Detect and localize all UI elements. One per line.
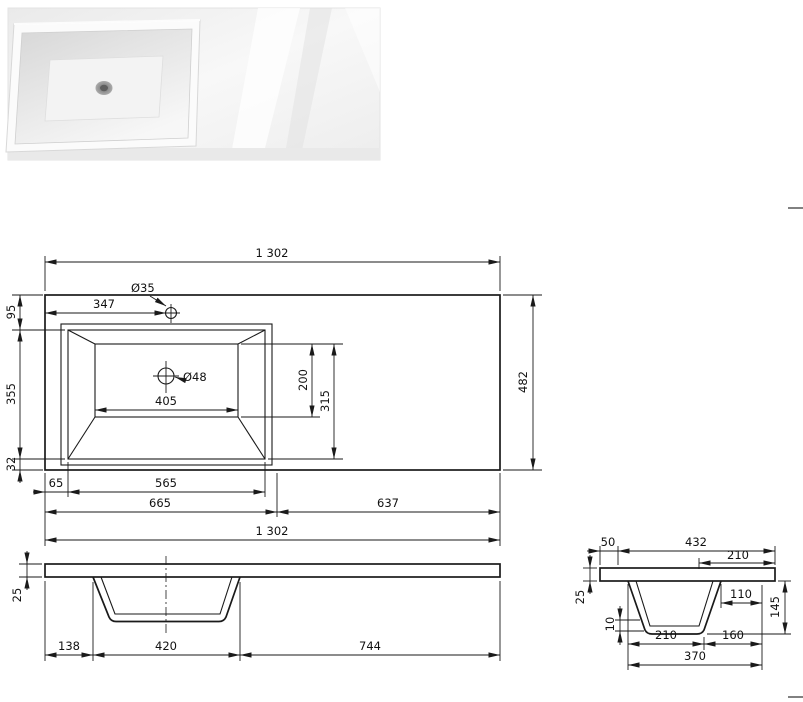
- dim-faucet-offset: 347: [93, 297, 115, 311]
- dim-basin-depth: 355: [4, 383, 18, 405]
- dim-bowl-back-offset: 110: [730, 587, 752, 601]
- rim-highlight: [13, 19, 201, 25]
- dim-basin-inner-depth: 315: [318, 390, 332, 412]
- basin-rim-outline: [60, 323, 273, 466]
- dim-basin-width: 565: [155, 476, 177, 490]
- dim-overall-width-bottom: 1 302: [256, 524, 289, 538]
- side-view: 50 432 210 25 110 145 10: [573, 535, 791, 670]
- dim-faucet-diameter: Ø35: [131, 281, 155, 295]
- dim-left-section: 665: [149, 496, 171, 510]
- bowl-front-inner: [100, 576, 233, 615]
- dim-bowl-bottom-back: 160: [722, 628, 744, 642]
- basin-slope-line: [237, 416, 266, 460]
- basin-top-edge: [67, 329, 266, 460]
- countertop-outline: [44, 294, 501, 471]
- basin-slope-line: [237, 329, 266, 345]
- leader-line: [174, 376, 187, 384]
- slab-side-outline: [599, 567, 776, 582]
- basin-slope-line: [67, 329, 96, 345]
- dim-right-offset: 744: [359, 639, 381, 653]
- dim-basin-bottom-width: 405: [155, 394, 177, 408]
- dim-bowl-height: 145: [768, 596, 782, 618]
- dim-right-section: 637: [377, 496, 399, 510]
- dim-wall-thickness: 10: [603, 617, 617, 632]
- dim-bowl-width: 420: [155, 639, 177, 653]
- basin-bottom-edge: [94, 343, 239, 418]
- dim-front-edge: 50: [601, 535, 616, 549]
- basin-slope-line: [67, 416, 96, 460]
- dim-slab-thickness-side: 25: [573, 590, 587, 605]
- dim-remaining-depth: 432: [685, 535, 707, 549]
- dim-left-offset: 138: [58, 639, 80, 653]
- dim-bowl-bottom-front: 210: [655, 628, 677, 642]
- counter-sheen: [230, 8, 300, 160]
- dim-drain-diameter: Ø48: [183, 370, 207, 384]
- dim-slab-thickness-front: 25: [10, 588, 24, 603]
- product-photo: [5, 7, 381, 161]
- drain-center-photo: [100, 84, 108, 92]
- bowl-front-outer: [92, 576, 241, 623]
- dim-front-ledge: 32: [4, 457, 18, 472]
- dim-bowl-total-depth: 370: [684, 649, 706, 663]
- slab-front-outline: [44, 563, 501, 578]
- counter-sheen-corner: [345, 8, 380, 92]
- counter-front-edge: [8, 148, 380, 160]
- dim-overall-width-top: 1 302: [256, 246, 289, 260]
- dim-left-ledge: 65: [49, 476, 64, 490]
- top-view: 1 302 95 355 32 347 Ø35 Ø48 405 200 315: [4, 246, 542, 546]
- counter-shadow-streak: [284, 8, 332, 160]
- dim-back-segment: 210: [727, 548, 749, 562]
- bowl-side-outer: [627, 580, 722, 635]
- leader-line: [149, 295, 167, 307]
- front-view: 25 138 420 744: [10, 551, 501, 661]
- bowl-side-inner: [635, 580, 714, 627]
- dim-basin-bottom-depth: 200: [296, 369, 310, 391]
- dim-overall-depth: 482: [516, 371, 530, 393]
- dim-back-ledge: 95: [4, 305, 18, 320]
